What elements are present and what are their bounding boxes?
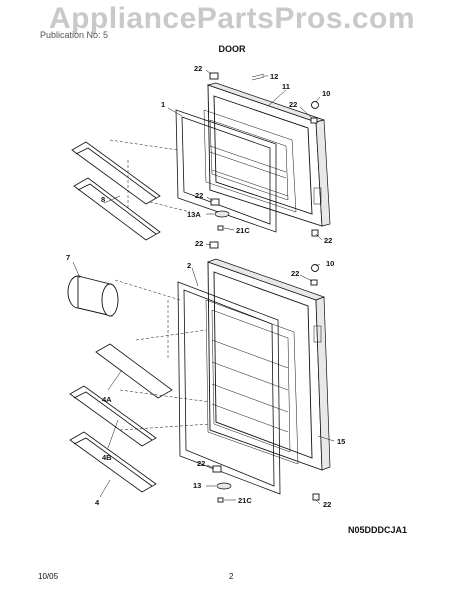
freezer-door-inner-liner xyxy=(203,109,297,213)
callout-10: 10 xyxy=(322,89,330,98)
fresh-food-door-gasket xyxy=(177,281,281,495)
leader-lines xyxy=(72,69,335,505)
fresh-food-door-outer-panel xyxy=(206,258,331,471)
page-number: 2 xyxy=(229,572,234,581)
dairy-compartment xyxy=(67,275,119,317)
callout-4a: 4A xyxy=(102,395,112,404)
callout-22: 22 xyxy=(323,500,331,509)
callout-13a: 13A xyxy=(187,210,201,219)
freezer-hardware xyxy=(209,72,319,237)
drawing-code: N05DDDCJA1 xyxy=(348,525,408,535)
callout-15: 15 xyxy=(337,437,345,446)
callout-1: 1 xyxy=(161,100,165,109)
publication-header: Publication No: 5 xyxy=(40,30,109,40)
fresh-food-shelf-bars xyxy=(69,343,173,493)
callout-4b: 4B xyxy=(102,453,112,462)
callout-2: 2 xyxy=(187,261,191,270)
freezer-dashed-guides xyxy=(109,139,191,213)
freezer-door-outer-panel xyxy=(206,82,331,227)
callout-22: 22 xyxy=(289,100,297,109)
section-title: DOOR xyxy=(218,44,246,54)
callout-21c: 21C xyxy=(238,496,252,505)
callout-8: 8 xyxy=(101,195,105,204)
callout-7: 7 xyxy=(66,253,70,262)
freezer-shelf-bars xyxy=(71,141,161,241)
fresh-food-hardware xyxy=(209,241,320,503)
callout-22: 22 xyxy=(291,269,299,278)
callout-10: 10 xyxy=(326,259,334,268)
callout-22: 22 xyxy=(195,239,203,248)
freezer-door-gasket xyxy=(175,109,277,233)
callout-21c: 21C xyxy=(236,226,250,235)
callout-12: 12 xyxy=(270,72,278,81)
callout-13: 13 xyxy=(193,481,201,490)
callout-22: 22 xyxy=(195,191,203,200)
watermark-logo: AppliancePartsPros.com xyxy=(48,2,416,35)
callout-4: 4 xyxy=(95,498,100,507)
footer-date: 10/05 xyxy=(38,572,59,581)
callout-22: 22 xyxy=(197,459,205,468)
callout-22: 22 xyxy=(324,236,332,245)
fresh-food-dashed-guides xyxy=(114,279,211,431)
callout-11: 11 xyxy=(282,82,290,91)
callout-22: 22 xyxy=(194,64,202,73)
